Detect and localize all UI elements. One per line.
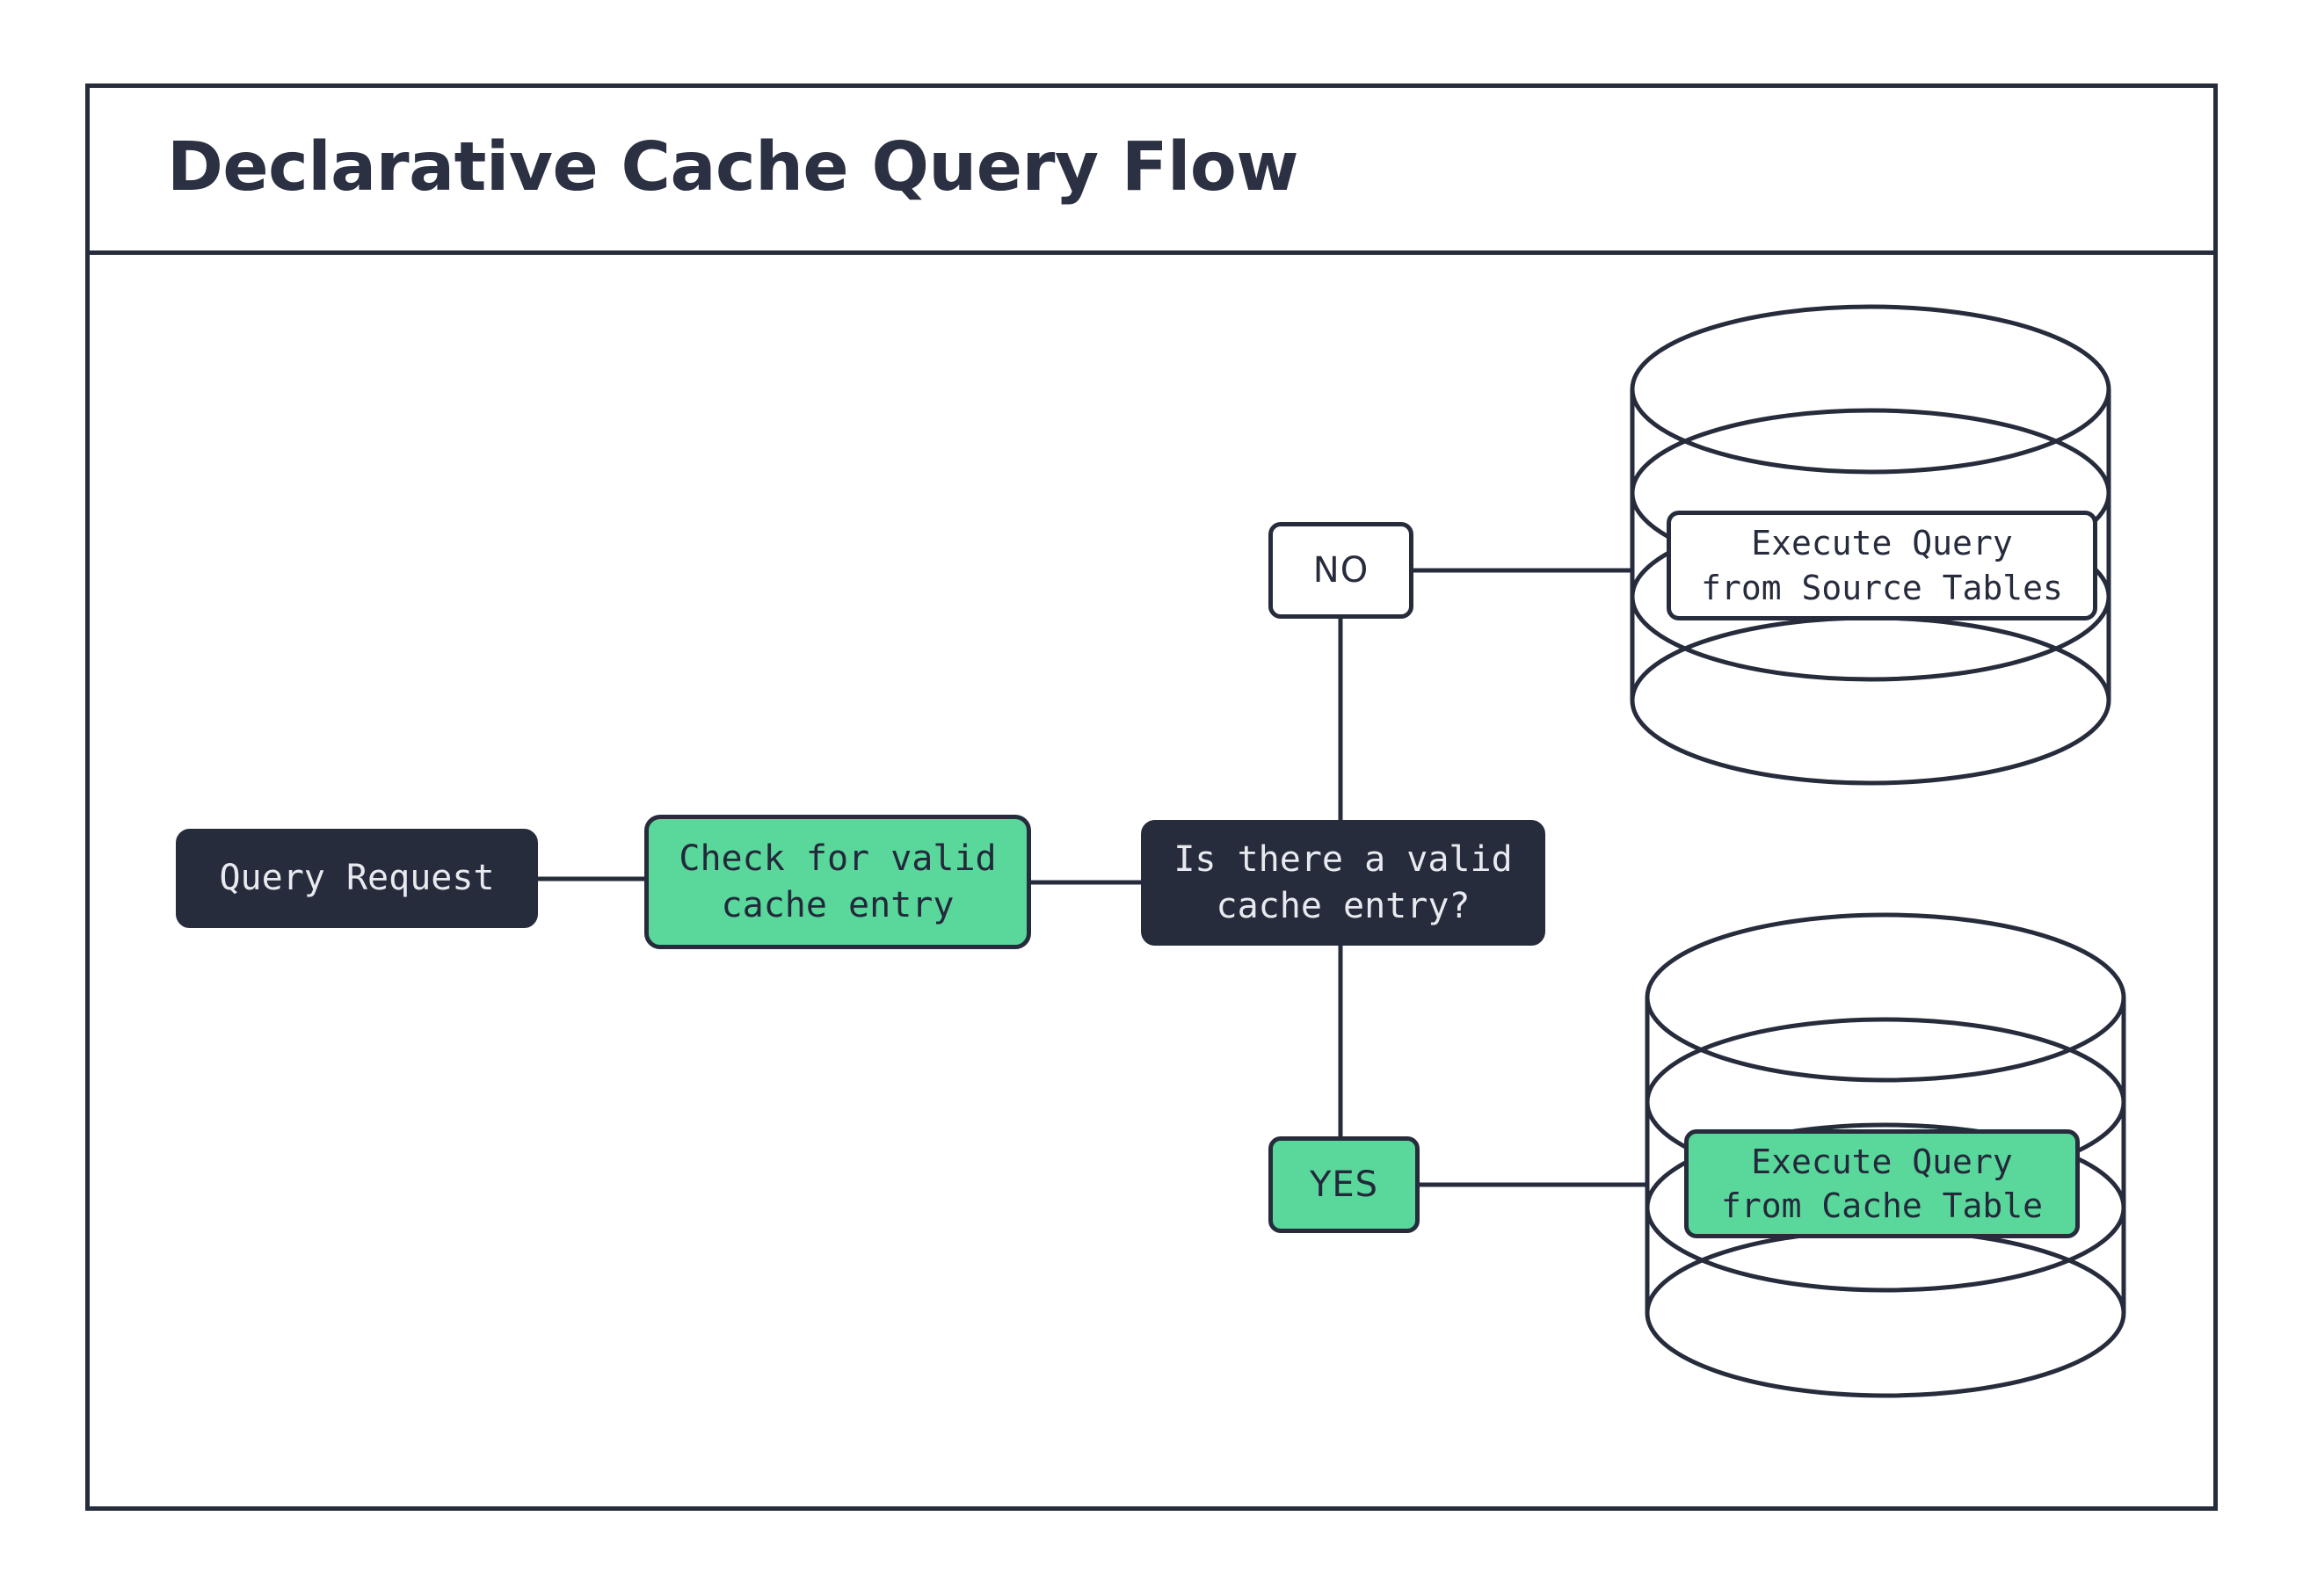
diagram-frame (85, 83, 2218, 1511)
node-query-request[interactable]: Query Request (176, 829, 538, 928)
title-bar: Declarative Cache Query Flow (85, 83, 2218, 255)
node-execute-query-from-source-tables[interactable]: Execute Query from Source Tables (1667, 511, 2097, 620)
node-is-there-a-valid-cache-entry[interactable]: Is there a valid cache entry? (1141, 820, 1545, 946)
page-title: Declarative Cache Query Flow (167, 127, 1298, 207)
branch-label-no[interactable]: NO (1268, 522, 1413, 619)
branch-label-yes[interactable]: YES (1268, 1136, 1420, 1233)
node-check-for-valid-cache-entry[interactable]: Check for valid cache entry (644, 815, 1031, 949)
node-execute-query-from-cache-table[interactable]: Execute Query from Cache Table (1684, 1129, 2080, 1238)
